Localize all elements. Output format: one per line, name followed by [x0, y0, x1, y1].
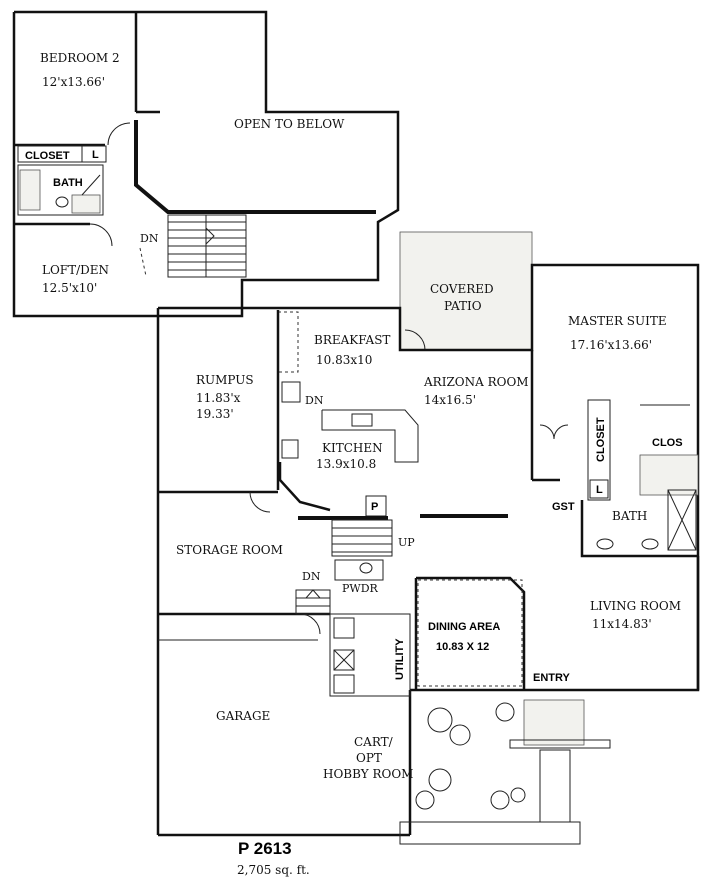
- master-closet-label: CLOSET: [595, 417, 607, 462]
- bath-label: BATH: [53, 177, 83, 189]
- upper-stair-dn-label: DN: [140, 232, 159, 245]
- kitchen-size: 13.9x10.8: [316, 457, 376, 471]
- bedroom2-size: 12'x13.66': [42, 75, 105, 89]
- plan-number: P 2613: [238, 839, 292, 858]
- master-clos-label: CLOS: [652, 437, 683, 449]
- pwdr-label: PWDR: [342, 582, 379, 595]
- dining-area-name: DINING AREA: [428, 621, 500, 633]
- dining-area-size: 10.83 X 12: [436, 641, 489, 653]
- master-suite-name: MASTER SUITE: [568, 314, 667, 328]
- loft-name: LOFT/DEN: [42, 263, 109, 277]
- arizona-room-name: ARIZONA ROOM: [423, 375, 529, 389]
- covered-patio-line1: COVERED: [430, 282, 494, 296]
- entry-label: ENTRY: [533, 672, 571, 684]
- storage-room-label: STORAGE ROOM: [176, 543, 283, 557]
- living-room-name: LIVING ROOM: [590, 599, 681, 613]
- living-room-size: 11x14.83': [592, 617, 652, 631]
- master-l-label: L: [596, 484, 603, 496]
- covered-patio-line2: PATIO: [444, 299, 482, 313]
- breakfast-size: 10.83x10: [316, 353, 372, 367]
- loft-size: 12.5'x10': [42, 281, 97, 295]
- landscaping: [415, 702, 526, 810]
- cart-line1: CART/: [354, 735, 394, 749]
- garage-label: GARAGE: [216, 709, 270, 723]
- master-bath-label: BATH: [612, 509, 647, 523]
- cart-line2: OPT: [356, 751, 382, 765]
- main-floor: COVERED PATIO BREAKFAST 10.83x10 MASTER …: [156, 231, 700, 845]
- cart-line3: HOBBY ROOM: [323, 767, 413, 781]
- utility-label: UTILITY: [394, 638, 406, 680]
- upper-stairs: [167, 214, 247, 278]
- rumpus-name: RUMPUS: [196, 373, 254, 387]
- upper-floor: BEDROOM 2 12'x13.66' CLOSET L BATH OPEN …: [12, 10, 400, 318]
- rumpus-size2: 19.33': [196, 407, 234, 421]
- breakfast-name: BREAKFAST: [314, 333, 390, 347]
- gst-label: GST: [552, 501, 575, 513]
- open-to-below-label: OPEN TO BELOW: [234, 117, 345, 131]
- up-label: UP: [398, 536, 415, 549]
- rumpus-size1: 11.83'x: [196, 391, 241, 405]
- storage-dn-label: DN: [302, 570, 321, 583]
- covered-patio: [399, 231, 533, 351]
- pantry-label: P: [371, 501, 378, 513]
- closet-l-label: L: [92, 149, 99, 161]
- master-suite-size: 17.16'x13.66': [570, 338, 652, 352]
- closet-label: CLOSET: [25, 150, 70, 162]
- square-feet: 2,705 sq. ft.: [237, 863, 310, 877]
- arizona-room-size: 14x16.5': [424, 393, 476, 407]
- kitchen-name: KITCHEN: [322, 441, 383, 455]
- rumpus-dn-label: DN: [305, 394, 324, 407]
- bedroom2-name: BEDROOM 2: [40, 51, 120, 65]
